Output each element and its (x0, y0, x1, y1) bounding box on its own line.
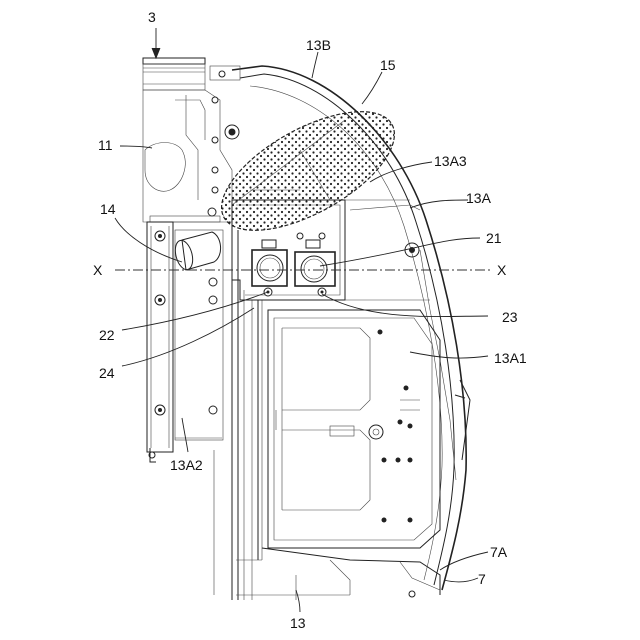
bottom-base-13 (236, 548, 440, 600)
label-13A3: 13A3 (434, 153, 467, 169)
label-13A2: 13A2 (170, 457, 203, 473)
label-13: 13 (290, 615, 306, 631)
label-15: 15 (380, 57, 396, 73)
label-3: 3 (148, 9, 156, 25)
label-21: 21 (486, 230, 502, 246)
label-13A: 13A (466, 190, 492, 206)
label-x-left: X (93, 262, 103, 278)
label-13B: 13B (306, 37, 331, 53)
left-frame-13A2 (147, 222, 223, 462)
label-x-right: X (497, 262, 507, 278)
label-11: 11 (98, 137, 113, 153)
label-14: 14 (100, 201, 116, 217)
label-13A1: 13A1 (494, 350, 527, 366)
top-bar-3 (143, 58, 205, 90)
labels: 3 13B 15 11 13A3 13A 14 21 X X 22 23 24 … (93, 9, 527, 631)
label-7: 7 (478, 571, 486, 587)
label-24: 24 (99, 365, 115, 381)
label-23: 23 (502, 309, 518, 325)
label-7A: 7A (490, 544, 508, 560)
inner-tank-13A1 (268, 310, 440, 548)
label-22: 22 (99, 327, 115, 343)
cylinder-14 (172, 232, 220, 272)
